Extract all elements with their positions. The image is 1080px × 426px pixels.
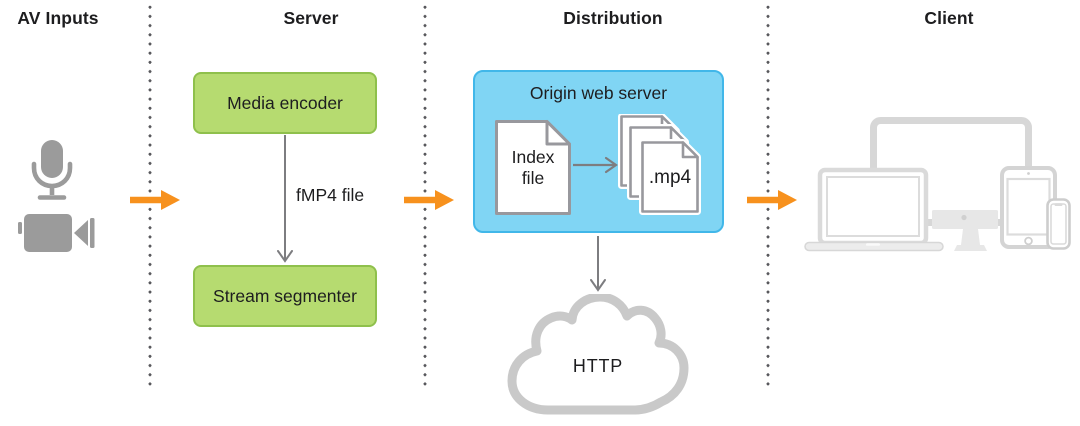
orange-flow-arrow-1 — [130, 190, 180, 210]
fmp4-file-label: fMP4 file — [296, 185, 365, 205]
column-header-distribution: Distribution — [563, 8, 663, 28]
origin-web-server-label: Origin web server — [529, 83, 668, 103]
index-file-label: Index file — [511, 147, 555, 188]
mp4-label: .mp4 — [648, 167, 692, 188]
apple-logo-icon — [961, 214, 967, 221]
column-header-client: Client — [924, 8, 974, 28]
media-encoder-label: Media encoder — [227, 92, 343, 113]
video-camera-icon — [18, 214, 95, 252]
iphone-icon — [1046, 198, 1071, 250]
orange-flow-arrow-2 — [404, 190, 454, 210]
index-to-media-arrow — [573, 156, 618, 174]
client-devices — [804, 117, 1071, 252]
microphone-icon — [31, 140, 73, 200]
stream-segmenter-label: Stream segmenter — [213, 285, 357, 306]
stream-segmenter-box: Stream segmenter — [193, 265, 377, 327]
column-header-av-inputs: AV Inputs — [17, 8, 99, 28]
cloud-icon — [507, 294, 689, 415]
orange-flow-arrow-3 — [747, 190, 797, 210]
macbook-icon — [804, 167, 944, 252]
document-stack-icon — [618, 114, 701, 215]
http-label: HTTP — [572, 356, 624, 376]
ipad-icon — [1000, 166, 1057, 249]
encoder-to-segmenter-arrow — [277, 135, 293, 263]
imac-icon — [932, 210, 998, 251]
media-encoder-box: Media encoder — [193, 72, 377, 134]
column-header-server: Server — [283, 8, 339, 28]
origin-to-cloud-arrow — [590, 236, 606, 292]
document-icon — [495, 120, 571, 215]
